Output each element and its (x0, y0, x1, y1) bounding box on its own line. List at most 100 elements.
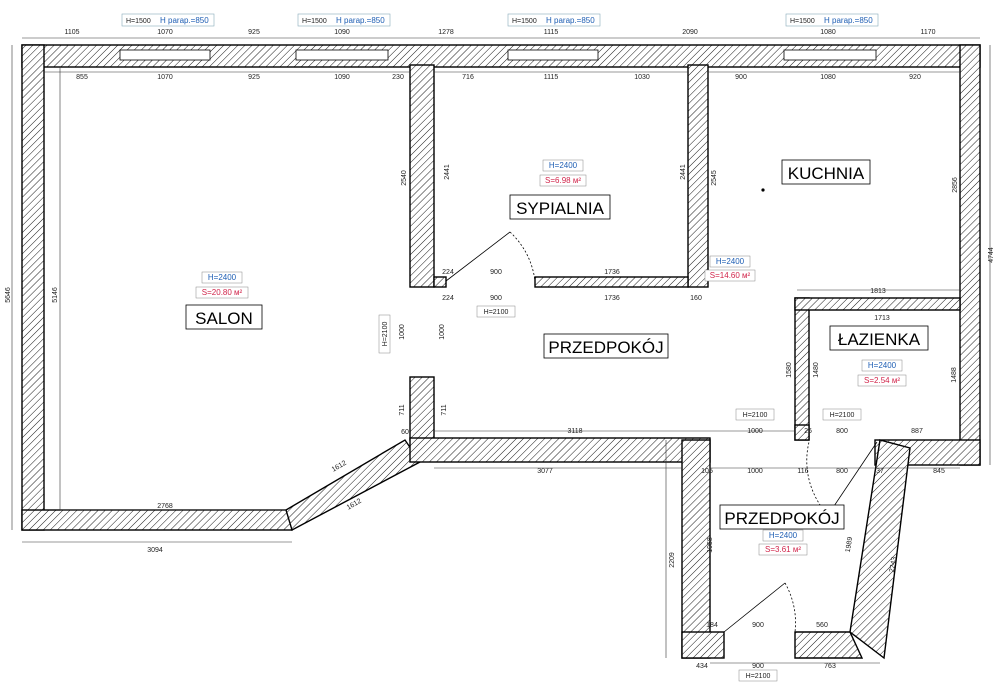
dim-37: 37 (876, 468, 884, 475)
dim-887: 887 (911, 428, 923, 435)
dim-top-7: 2090 (682, 29, 698, 36)
dim-bath-800: 800 (836, 428, 848, 435)
dim-1480: 1480 (813, 362, 820, 378)
room-labels: SALON H=2400 S=20.80 м² SYPIALNIA H=2400… (185, 159, 929, 556)
room-kuchnia-area: S=14.60 м² (710, 271, 751, 280)
dim-inner-4: 1090 (334, 74, 350, 81)
dim-bed-b2-1736: 1736 (604, 295, 620, 302)
dim-top-4: 1090 (334, 29, 350, 36)
wall-lower-left (681, 439, 711, 659)
dim-184: 184 (706, 622, 718, 629)
dimension-lines (11, 37, 991, 664)
wall-salon-corridor (409, 376, 435, 441)
dim-116: 116 (797, 468, 808, 475)
dim-inner-8: 1030 (634, 74, 650, 81)
room-sypialnia-height: H=2400 (549, 161, 578, 170)
wall-right (959, 44, 981, 466)
dim-bed-b2-224: 224 (442, 295, 454, 302)
wall-lower-right (849, 439, 911, 660)
window-4-h: H=1500 (790, 18, 815, 25)
dim-434: 434 (696, 663, 708, 670)
dim-inner-2: 1070 (157, 74, 173, 81)
wall-bedroom-bottom-right (534, 276, 689, 288)
room-lazienka-area: S=2.54 м² (864, 376, 900, 385)
dim-bed-b-224: 224 (442, 269, 454, 276)
dim-opening-right: 1000 (439, 324, 446, 340)
room-sypialnia-name: SYPIALNIA (516, 199, 605, 218)
door-labels: H=2100 H=2100 H=2100 H=2100 H=2100 (378, 305, 862, 682)
door-bedroom-arc (509, 231, 536, 282)
window-1 (119, 49, 211, 61)
room-kuchnia-height: H=2400 (716, 257, 745, 266)
dim-763: 763 (824, 663, 836, 670)
side-dimensions: 5646 5146 4744 2856 2540 2441 2441 2545 … (5, 164, 995, 573)
dim-top-1: 1105 (64, 29, 79, 36)
door-label-kitchen: H=2100 (743, 412, 768, 419)
wall-bedroom-bottom-left (433, 276, 447, 288)
dim-bed-b-900: 900 (490, 269, 502, 276)
wall-salon-bottom (21, 509, 293, 531)
dim-inner-1: 855 (76, 74, 88, 81)
dim-low-1000: 1000 (747, 468, 763, 475)
window-3 (507, 49, 599, 61)
dim-inner-9: 900 (735, 74, 747, 81)
room-przedpokoj2-height: H=2400 (769, 531, 798, 540)
dim-low-900a: 900 (752, 622, 764, 629)
dim-2243: 2243 (889, 556, 899, 573)
dim-bed-left: 2441 (444, 164, 451, 180)
dim-bed-b-1736: 1736 (604, 269, 620, 276)
window-1-parapet: H parap.=850 (160, 16, 209, 25)
room-lazienka-name: ŁAZIENKA (838, 330, 921, 349)
window-4 (783, 49, 877, 61)
room-przedpokoj2-name: PRZEDPOKÓJ (724, 509, 839, 528)
door-entry-leaf (723, 582, 786, 633)
dim-1958: 1958 (707, 537, 714, 553)
door-bedroom-leaf (445, 231, 511, 282)
dim-top-2: 1070 (157, 29, 173, 36)
kitchen-marker (761, 188, 765, 192)
dim-845: 845 (933, 468, 945, 475)
window-2-h: H=1500 (302, 18, 327, 25)
windows (119, 49, 877, 61)
dim-711a: 711 (399, 404, 406, 415)
dim-1989: 1989 (845, 536, 855, 553)
dim-60: 60 (401, 429, 409, 436)
dim-low-800: 800 (836, 468, 848, 475)
dim-26: 26 (804, 428, 812, 435)
dim-left-inner: 5146 (52, 287, 59, 303)
window-2 (295, 49, 389, 61)
window-3-parapet: H parap.=850 (546, 16, 595, 25)
dim-1713: 1713 (874, 315, 890, 322)
wall-bathroom-top (794, 297, 961, 311)
dim-top-6: 1115 (544, 29, 559, 36)
wall-bedroom-right (687, 64, 709, 288)
room-salon-area: S=20.80 м² (202, 288, 243, 297)
dim-560: 560 (816, 622, 828, 629)
dim-inner-5: 230 (392, 74, 404, 81)
dim-inner-3: 925 (248, 74, 260, 81)
window-2-parapet: H parap.=850 (336, 16, 385, 25)
wall-corridor-bottom (409, 437, 711, 463)
dim-salon-right: 2540 (401, 170, 408, 186)
room-kuchnia-name: KUCHNIA (788, 164, 865, 183)
window-4-parapet: H parap.=850 (824, 16, 873, 25)
dim-right-outer: 4744 (988, 247, 995, 263)
dim-bed-right: 2441 (680, 164, 687, 180)
wall-bath-stub (794, 424, 810, 441)
door-bath-leaf (827, 441, 878, 516)
door-entry-arc (784, 582, 796, 633)
room-salon-name: SALON (195, 309, 253, 328)
dim-105: 105 (701, 468, 713, 475)
dim-inner-6: 716 (462, 74, 474, 81)
wall-lower-bottom-right (794, 631, 864, 659)
door-label-entry: H=2100 (746, 673, 771, 680)
dim-top-5: 1278 (438, 29, 454, 36)
top-dimensions: 1105 1070 925 1090 1278 1115 2090 1080 1… (64, 29, 935, 81)
door-bath-arc (806, 441, 829, 516)
wall-salon-bedroom (409, 64, 435, 288)
doors (445, 231, 878, 633)
dim-kitchen-left: 2545 (711, 170, 718, 186)
dim-low-900b: 900 (752, 663, 764, 670)
window-labels: H=1500 H parap.=850 H=1500 H parap.=850 … (121, 13, 879, 27)
